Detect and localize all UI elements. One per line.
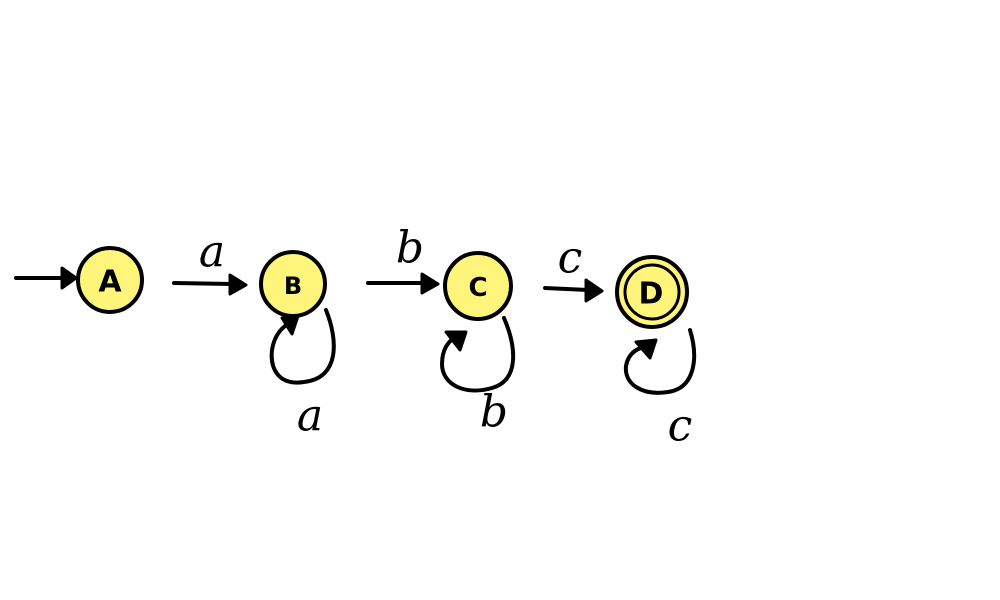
state-b: B bbox=[259, 250, 327, 318]
transition-b-to-c-label: b bbox=[396, 223, 424, 274]
state-b-circle bbox=[259, 250, 327, 318]
transition-b-to-c: b bbox=[366, 223, 440, 295]
state-a-circle bbox=[76, 246, 144, 314]
self-loop-c-label: b bbox=[480, 387, 508, 438]
self-loop-c: b bbox=[440, 316, 516, 438]
transition-c-to-d: c bbox=[543, 233, 604, 303]
transition-a-to-b: a bbox=[172, 227, 248, 296]
state-b-label: B bbox=[284, 272, 302, 300]
state-a: A bbox=[76, 246, 144, 314]
state-d-inner-circle bbox=[623, 263, 681, 321]
state-a-label: A bbox=[98, 265, 122, 300]
self-loop-d-label: c bbox=[668, 401, 693, 452]
state-c: C bbox=[443, 251, 513, 321]
state-d-label: D bbox=[639, 277, 664, 312]
state-c-label: C bbox=[468, 273, 487, 303]
state-d: D bbox=[615, 255, 689, 329]
state-c-circle bbox=[443, 251, 513, 321]
self-loop-b: a bbox=[269, 308, 336, 442]
self-loop-d: c bbox=[623, 328, 697, 452]
start-arrow bbox=[14, 266, 78, 290]
self-loop-b-label: a bbox=[297, 391, 323, 442]
transition-a-to-b-label: a bbox=[199, 227, 225, 278]
transition-c-to-d-label: c bbox=[558, 233, 583, 284]
